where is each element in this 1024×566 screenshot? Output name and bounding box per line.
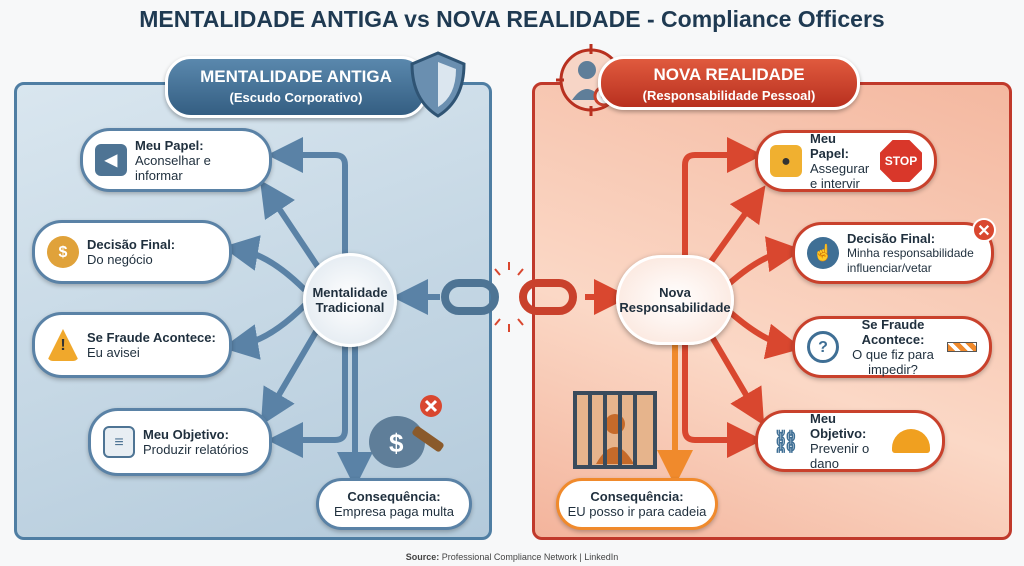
old-mindset-header: MENTALIDADE ANTIGA (Escudo Corporativo) [165,56,427,118]
card-label: Meu Objetivo: [143,427,229,442]
left-card-fraud: ! Se Fraude Acontece:Eu avisei [32,312,232,378]
card-label: Meu Papel: [810,131,850,161]
card-label: Decisão Final: [847,230,936,246]
card-text: Produzir relatórios [143,442,249,457]
handshake-icon: $ [47,236,79,268]
stop-sign-icon: STOP [880,140,922,182]
page-title: MENTALIDADE ANTIGA vs NOVA REALIDADE - C… [139,6,885,32]
card-text: O que fiz para impedir? [852,347,934,377]
shield-icon [410,51,466,118]
old-mindset-title: MENTALIDADE ANTIGA [200,67,392,86]
new-reality-header: NOVA REALIDADE (Responsabilidade Pessoal… [598,56,860,110]
right-card-decision: ☝ Decisão Final:Minha responsabilidade i… [792,222,994,284]
old-mindset-hub: Mentalidade Tradicional [303,253,397,347]
card-label: Meu Objetivo: [810,411,867,441]
right-card-role: ● Meu Papel:Assegurar e intervir STOP [755,130,937,192]
close-x-icon: ✕ [972,218,996,242]
card-label: Se Fraude Acontece: [87,330,216,345]
source-label: Source: [405,552,440,562]
consequence-text: Empresa paga multa [334,504,454,519]
right-card-fraud: ? Se Fraude Acontece:O que fiz para impe… [792,316,992,378]
businessman-icon: ☝ [807,237,839,269]
warning-icon: ! [47,329,79,361]
right-consequence: Consequência: EU posso ir para cadeia [556,478,718,530]
card-text: Prevenir o dano [810,441,870,471]
card-text: Minha responsabilidade influenciar/vetar [847,245,974,275]
source-text: Professional Compliance Network | Linked… [441,552,619,562]
barrier-icon [947,342,977,352]
documents-icon: ≡ [103,426,135,458]
broken-chain-icon: ⛓ [772,428,800,454]
money-bag-gavel-icon: $ [369,395,444,468]
card-label: Meu Papel: [135,137,204,153]
left-consequence: Consequência: Empresa paga multa [316,478,472,530]
megaphone-icon: ◀ [95,144,127,176]
consequence-label: Consequência: [590,489,684,504]
hard-hat-icon [892,429,930,453]
jail-icon [573,391,657,469]
new-reality-subtitle: (Responsabilidade Pessoal) [642,88,816,103]
card-text: Eu avisei [87,345,140,360]
broken-chain-icon [441,262,577,332]
source-credit: Source: Professional Compliance Network … [0,552,1024,562]
lock-icon: ● [770,145,802,177]
right-card-goal: ⛓ Meu Objetivo:Prevenir o dano [755,410,945,472]
card-label: Se Fraude Acontece: [861,317,925,347]
consequence-text: EU posso ir para cadeia [567,504,707,519]
svg-text:$: $ [389,428,404,458]
new-reality-title: NOVA REALIDADE [653,65,805,84]
old-mindset-subtitle: (Escudo Corporativo) [229,90,363,105]
card-text: Do negócio [87,252,153,267]
card-text: Assegurar e intervir [810,161,870,191]
card-label: Decisão Final: [87,237,176,252]
new-reality-hub: Nova Responsabilidade [616,255,734,345]
left-card-goal: ≡ Meu Objetivo:Produzir relatórios [88,408,272,476]
consequence-label: Consequência: [347,489,441,504]
magnifier-icon: ? [807,331,839,363]
left-card-role: ◀ Meu Papel:Aconselhar e informar [80,128,272,192]
left-card-decision: $ Decisão Final:Do negócio [32,220,232,284]
card-text: Aconselhar e informar [135,152,211,183]
